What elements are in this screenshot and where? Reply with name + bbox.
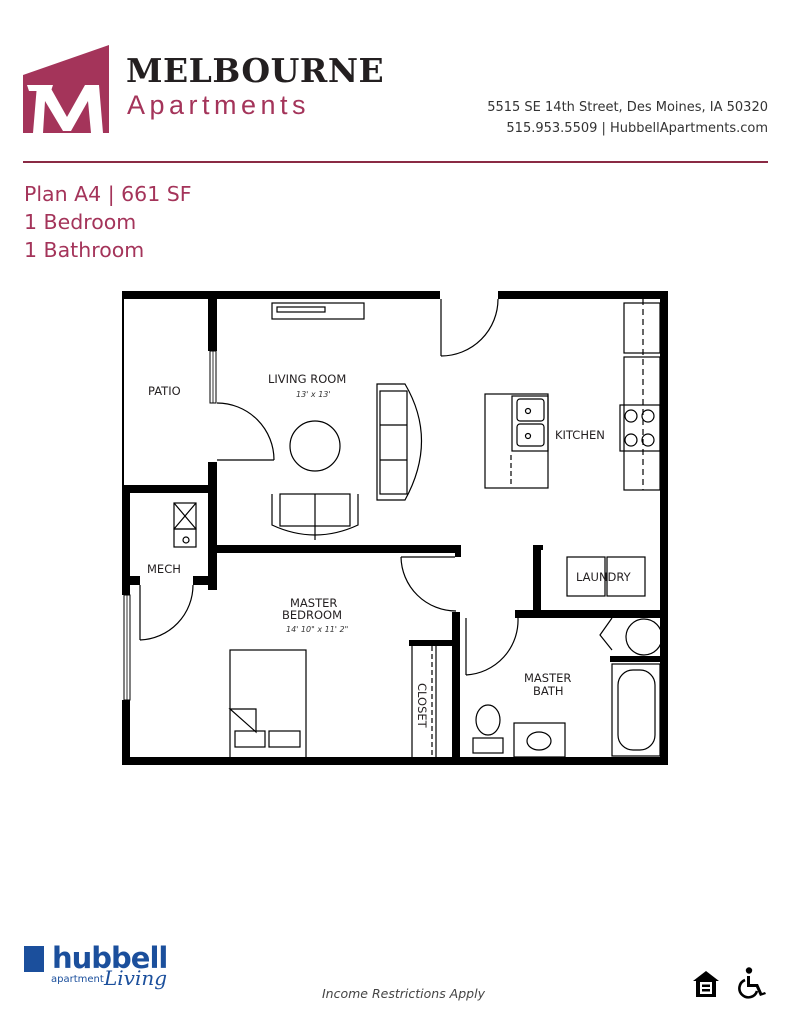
brand-subtitle: Apartments (127, 90, 311, 120)
room-label-laundry: LAUNDRY (576, 570, 632, 584)
room-label-master-bath-2: BATH (533, 684, 564, 698)
room-dim-living-room: 13' x 13' (296, 390, 331, 399)
door-swings (139, 298, 519, 757)
bedroom-count: 1 Bedroom (24, 210, 137, 234)
room-label-living-room: LIVING ROOM (268, 372, 346, 386)
hubbell-logo-mark (24, 946, 44, 972)
room-label-master-bedroom: MASTER (290, 596, 337, 610)
room-label-mech: MECH (147, 562, 181, 576)
income-restrictions-note: Income Restrictions Apply (322, 986, 485, 1001)
plan-title: Plan A4 | 661 SF (24, 182, 192, 206)
room-label-closet: CLOSET (415, 683, 429, 729)
walls (122, 291, 668, 765)
hubbell-script: Living (104, 966, 168, 990)
room-dim-master-bedroom: 14' 10" x 11' 2" (286, 625, 348, 634)
phone-website[interactable]: 515.953.5509 | HubbellApartments.com (506, 121, 768, 136)
room-label-master-bedroom-2: BEDROOM (282, 608, 342, 622)
furniture (173, 299, 663, 759)
melbourne-logo-mark (23, 45, 109, 133)
equal-housing-icon (693, 971, 719, 997)
hubbell-sub: apartment (51, 974, 104, 985)
bathroom-count: 1 Bathroom (24, 238, 145, 262)
room-label-master-bath: MASTER (524, 671, 571, 685)
room-label-kitchen: KITCHEN (555, 428, 605, 442)
contact-block: 5515 SE 14th Street, Des Moines, IA 5032… (487, 97, 768, 139)
plan-info: Plan A4 | 661 SF 1 Bedroom 1 Bathroom (24, 180, 192, 264)
room-label-patio: PATIO (148, 384, 181, 398)
address: 5515 SE 14th Street, Des Moines, IA 5032… (487, 100, 768, 115)
accessibility-icon (738, 967, 766, 999)
header-divider (23, 161, 768, 163)
brand-name: MELBOURNE (126, 51, 385, 90)
hubbell-wordmark: hubbell (52, 941, 168, 975)
